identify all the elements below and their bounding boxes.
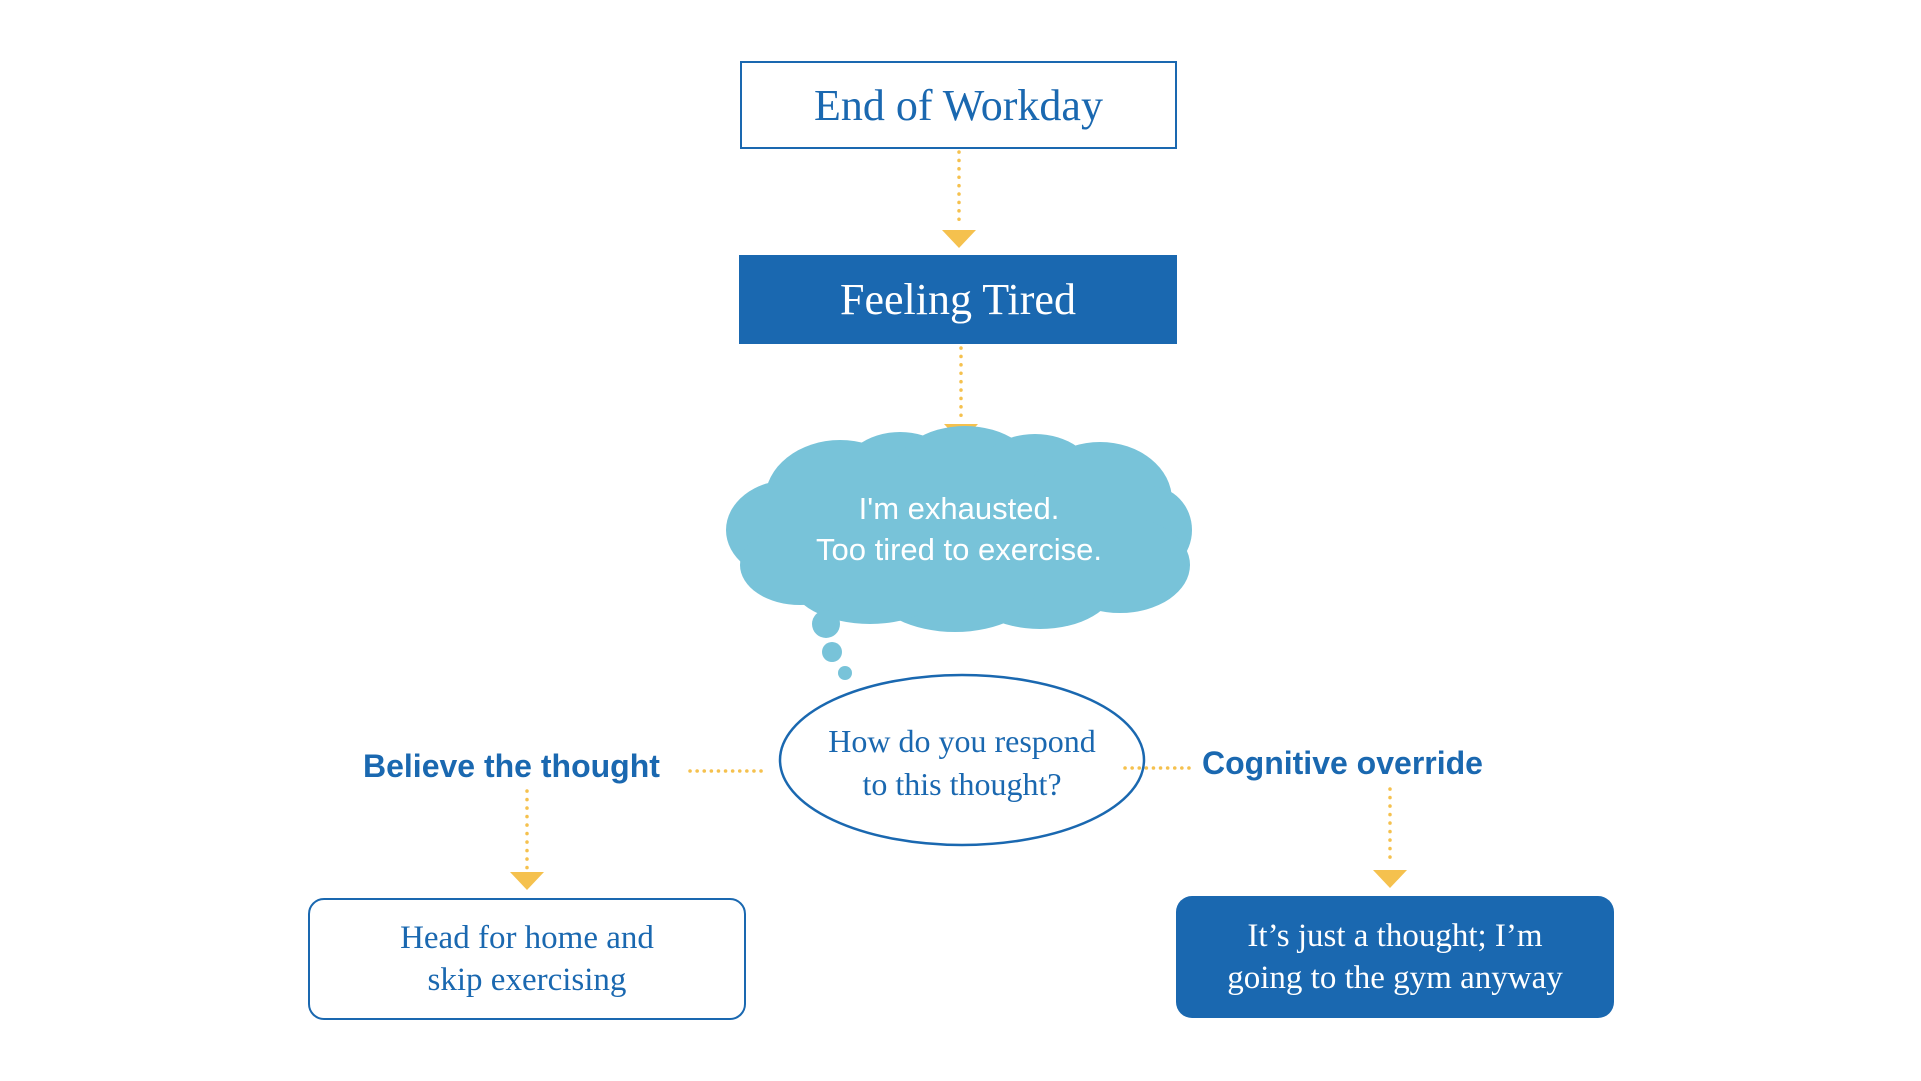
- thought-bubble-medium: [822, 642, 842, 662]
- thought-line-1: I'm exhausted.: [858, 491, 1060, 526]
- thought-bubble-small: [838, 666, 852, 680]
- cognitive-override-label: Cognitive override: [1202, 745, 1483, 781]
- arrowhead-workday-to-tired: [942, 230, 976, 248]
- end-of-workday-label: End of Workday: [814, 80, 1103, 130]
- head-home-line-1: Head for home and: [400, 920, 654, 956]
- end-of-workday-box: End of Workday: [740, 61, 1177, 149]
- feeling-tired-box: Feeling Tired: [739, 255, 1177, 344]
- question-ellipse: [778, 673, 1146, 847]
- gym-anyway-line-1: It’s just a thought; I’m: [1247, 918, 1543, 954]
- arrowhead-believe-to-outcome: [510, 872, 544, 890]
- question-text: How do you respond to this thought?: [782, 720, 1142, 806]
- gym-anyway-outcome-box: It’s just a thought; I’m going to the gy…: [1176, 896, 1614, 1018]
- feeling-tired-label: Feeling Tired: [840, 275, 1076, 324]
- thought-line-2: Too tired to exercise.: [815, 532, 1103, 567]
- arrowhead-override-to-outcome: [1373, 870, 1407, 888]
- gym-anyway-line-2: going to the gym anyway: [1227, 960, 1563, 996]
- question-line-1: How do you respond: [828, 723, 1096, 759]
- head-home-line-2: skip exercising: [427, 962, 627, 998]
- head-home-outcome-box: Head for home and skip exercising: [308, 898, 746, 1020]
- question-line-2: to this thought?: [862, 766, 1062, 802]
- thought-text: I'm exhausted. Too tired to exercise.: [726, 488, 1192, 570]
- thought-cloud: [726, 426, 1192, 632]
- thought-bubble-large: [812, 610, 840, 638]
- believe-thought-label: Believe the thought: [363, 748, 660, 784]
